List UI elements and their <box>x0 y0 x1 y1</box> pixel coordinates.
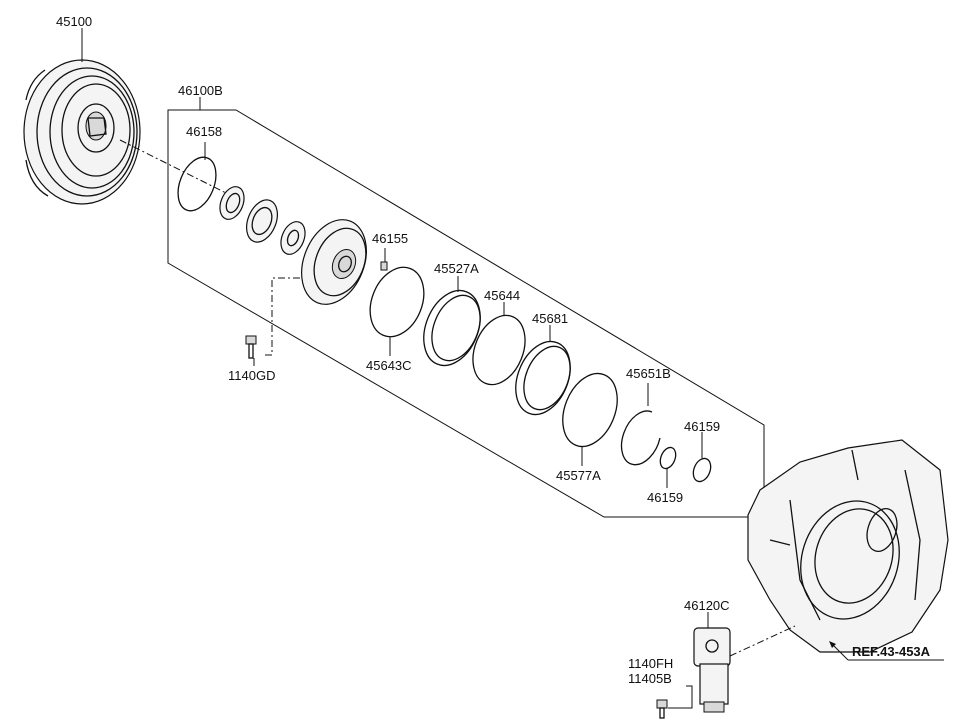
ring-45643C <box>369 266 425 338</box>
label-46155: 46155 <box>372 231 408 246</box>
ref-arrowhead <box>829 641 836 648</box>
torque-converter <box>23 59 141 205</box>
oil-seal <box>219 186 245 220</box>
clutch-ring-45681 <box>515 340 571 416</box>
leader-1140FH <box>668 685 693 709</box>
label-46158: 46158 <box>186 124 222 139</box>
bolt-1140GD <box>245 335 257 359</box>
bolt-1140FH <box>656 699 668 719</box>
clutch-ring-45527A <box>423 289 481 367</box>
centerline-converter <box>119 139 233 197</box>
o-ring-46158 <box>177 156 217 212</box>
seal-ring-46159-lower <box>659 446 677 470</box>
label-45681: 45681 <box>532 311 568 326</box>
label-45651B: 45651B <box>626 366 671 381</box>
pump-assembly-outline <box>167 109 765 518</box>
snap-ring-45651B <box>620 410 661 466</box>
centerline-bolt-1140GD <box>262 277 300 356</box>
label-1140FH: 1140FH <box>628 656 673 671</box>
label-1140GD: 1140GD <box>228 368 275 383</box>
transmission-case <box>747 439 949 653</box>
label-46120C: 46120C <box>684 598 730 613</box>
label-46100B: 46100B <box>178 83 223 98</box>
label-46159-upper: 46159 <box>684 419 720 434</box>
bolt-46155 <box>380 261 388 271</box>
label-46159-lower: 46159 <box>647 490 683 505</box>
label-45527A: 45527A <box>434 261 479 276</box>
ring-45644 <box>472 314 526 386</box>
solenoid-valve-46120C <box>693 627 731 713</box>
label-45100: 45100 <box>56 14 92 29</box>
ring-45577A <box>562 372 618 448</box>
ref-pointer <box>831 643 849 661</box>
pump-bushing <box>246 199 278 243</box>
label-45577A: 45577A <box>556 468 601 483</box>
label-11405B: 11405B <box>628 671 672 686</box>
centerline-solenoid <box>729 625 796 657</box>
pump-body <box>301 219 367 305</box>
ref-label: REF.43-453A <box>852 644 931 659</box>
label-45643C: 45643C <box>366 358 412 373</box>
pump-inner-gear <box>280 221 306 255</box>
seal-ring-46159-upper <box>692 457 712 483</box>
label-45644: 45644 <box>484 288 520 303</box>
